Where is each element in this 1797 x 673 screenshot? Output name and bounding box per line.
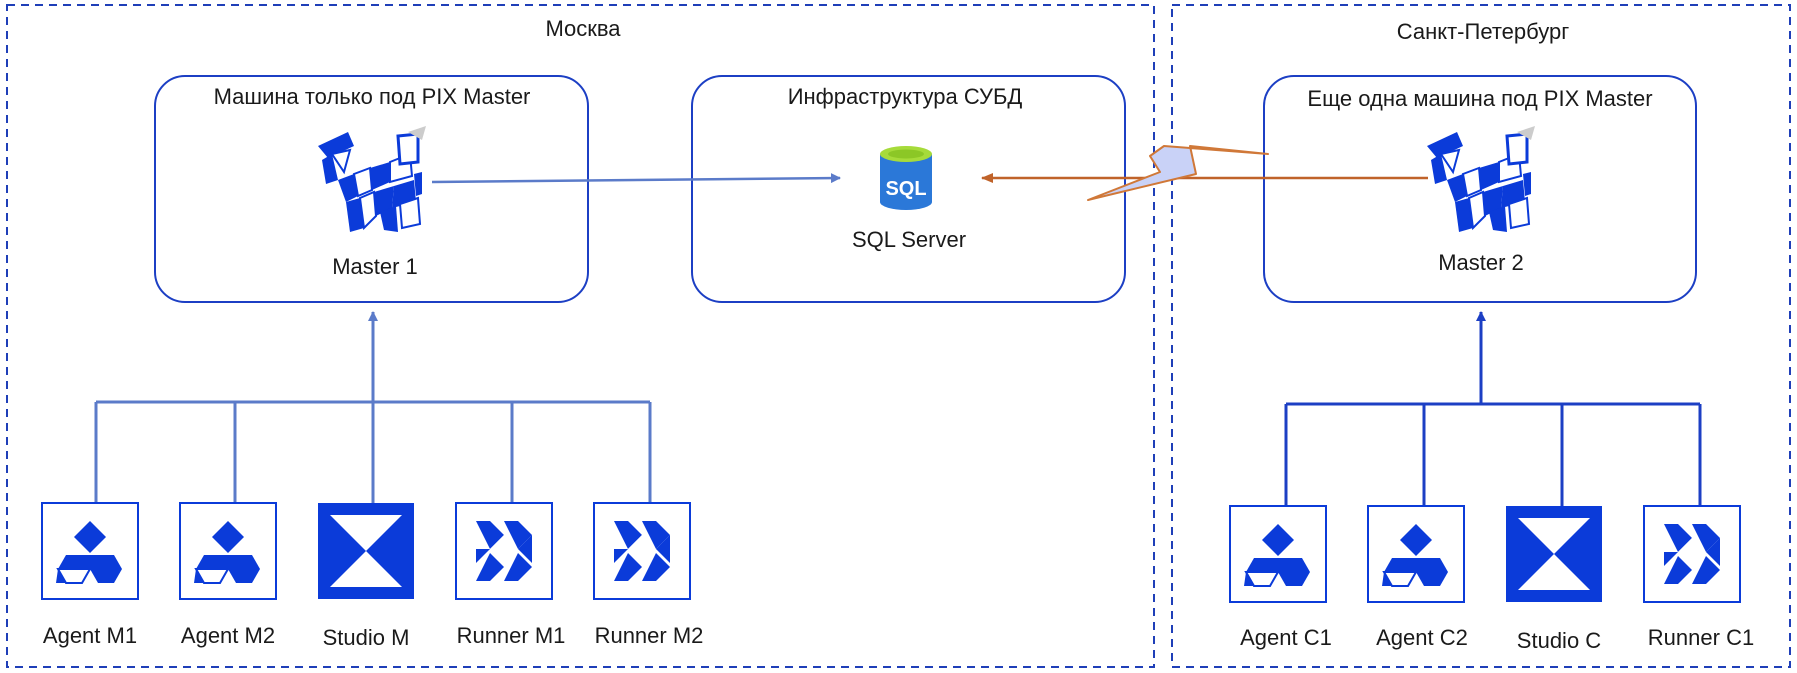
agent-c2-node bbox=[1367, 505, 1465, 603]
studio-icon bbox=[318, 503, 414, 599]
moscow-client-connectors bbox=[94, 311, 652, 503]
agent-m1-node bbox=[41, 502, 139, 600]
sql-server-label: SQL Server bbox=[852, 227, 966, 252]
agent-c2-label: Agent C2 bbox=[1376, 625, 1468, 650]
agent-icon bbox=[179, 502, 277, 600]
agent-m2-label: Agent M2 bbox=[181, 623, 275, 648]
agent-icon bbox=[1229, 505, 1327, 603]
region-moscow bbox=[6, 4, 1155, 668]
region-spb bbox=[1171, 4, 1791, 668]
studio-c-node bbox=[1506, 506, 1602, 602]
studio-m-label: Studio M bbox=[323, 625, 410, 650]
runner-m1-label: Runner M1 bbox=[457, 623, 566, 648]
sql-icon-text: SQL bbox=[885, 178, 926, 200]
region-spb-label: Санкт-Петербург bbox=[1397, 19, 1570, 44]
agent-m1-label: Agent M1 bbox=[43, 623, 137, 648]
runner-m2-label: Runner M2 bbox=[595, 623, 704, 648]
wan-lightning-icon bbox=[1087, 145, 1269, 201]
studio-m-node bbox=[318, 503, 414, 599]
region-moscow-label: Москва bbox=[545, 16, 621, 41]
runner-m1-node bbox=[455, 502, 553, 600]
db-infra-box-label: Инфраструктура СУБД bbox=[788, 84, 1023, 109]
runner-c1-label: Runner C1 bbox=[1648, 625, 1754, 650]
runner-icon bbox=[455, 502, 553, 600]
studio-icon bbox=[1506, 506, 1602, 602]
agent-c1-label: Agent C1 bbox=[1240, 625, 1332, 650]
master1-to-sql-link bbox=[431, 173, 841, 184]
agent-icon bbox=[41, 502, 139, 600]
runner-m2-node bbox=[593, 502, 691, 600]
master2-label: Master 2 bbox=[1438, 250, 1524, 275]
agent-m2-node bbox=[179, 502, 277, 600]
runner-c1-node bbox=[1643, 505, 1741, 603]
agent-c1-node bbox=[1229, 505, 1327, 603]
master1-box-label: Машина только под PIX Master bbox=[214, 84, 531, 109]
master1-label: Master 1 bbox=[332, 254, 418, 279]
studio-c-label: Studio C bbox=[1517, 628, 1601, 653]
master2-box-label: Еще одна машина под PIX Master bbox=[1307, 86, 1652, 111]
agent-icon bbox=[1367, 505, 1465, 603]
runner-icon bbox=[1643, 505, 1741, 603]
spb-client-connectors bbox=[1284, 311, 1702, 506]
runner-icon bbox=[593, 502, 691, 600]
